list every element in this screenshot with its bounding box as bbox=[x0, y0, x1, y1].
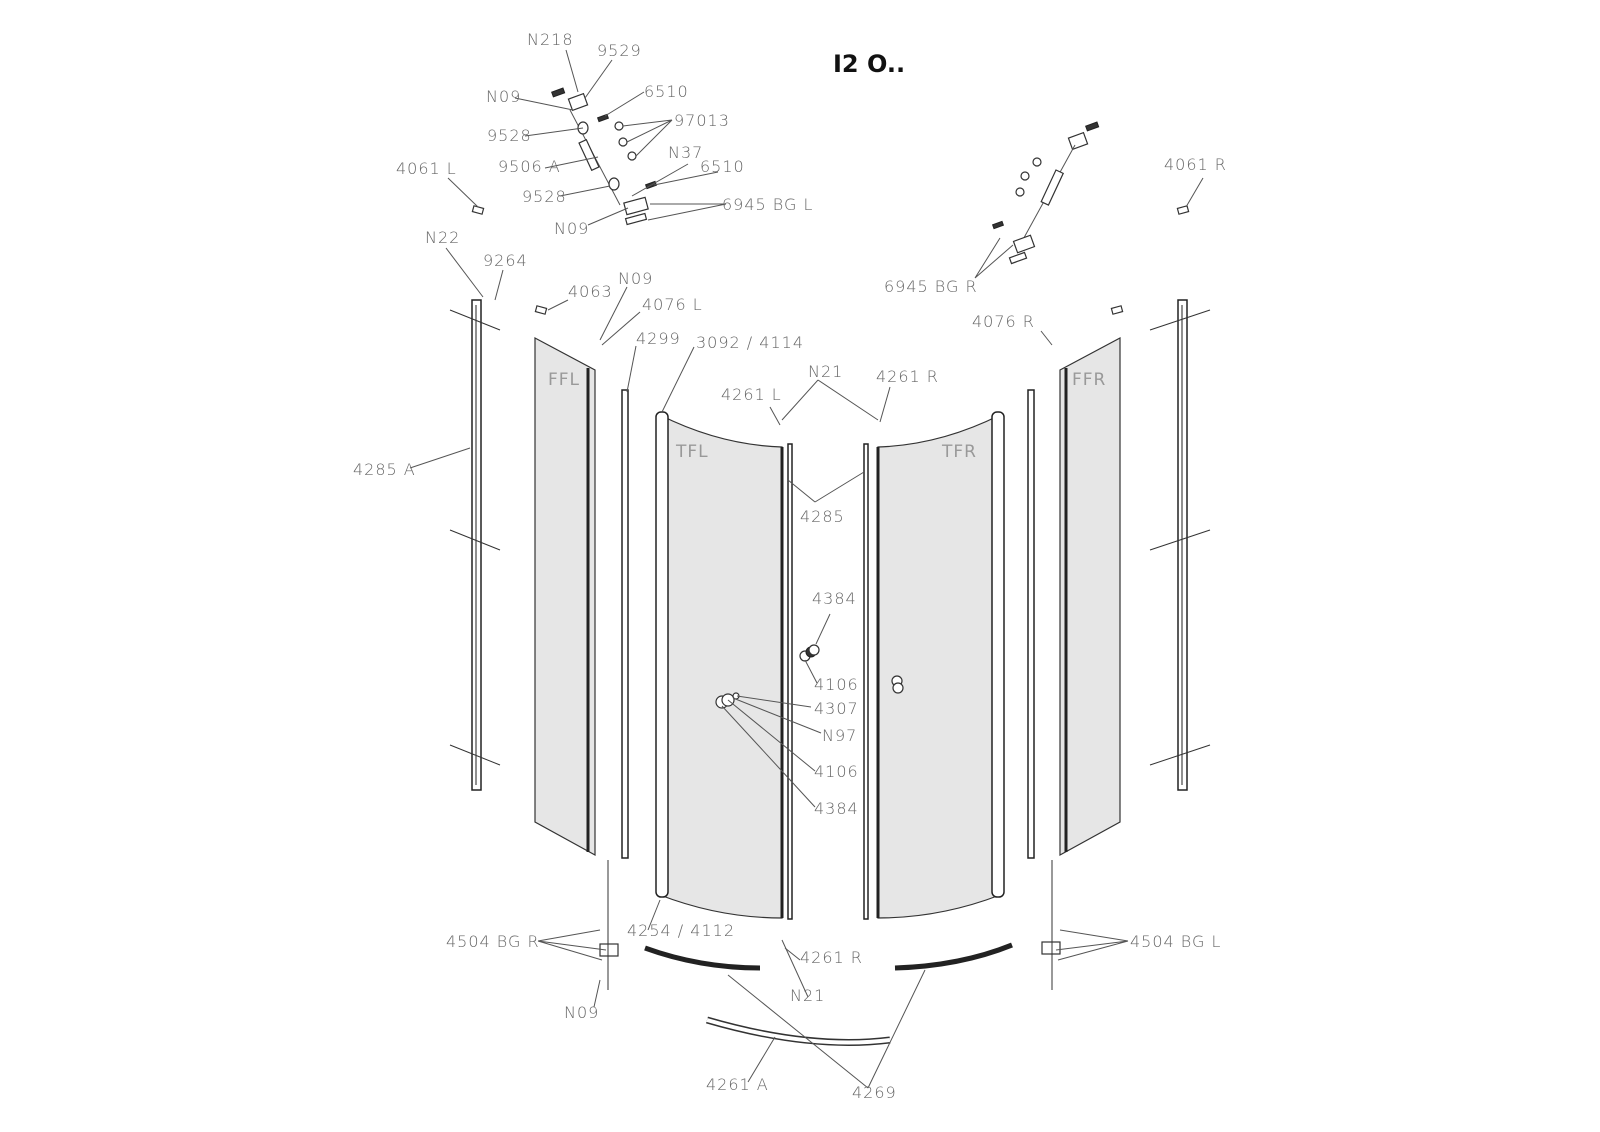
panel-label-ffl: FFL bbox=[548, 370, 580, 390]
panel-label-tfr: TFR bbox=[941, 442, 977, 462]
part-label: 4269 bbox=[852, 1083, 897, 1102]
part-label: 4061 L bbox=[396, 159, 457, 178]
part-label: N21 bbox=[808, 362, 843, 381]
part-label: 4307 bbox=[814, 699, 859, 718]
part-label: N09 bbox=[618, 269, 653, 288]
part-label: 4076 L bbox=[642, 295, 703, 314]
part-label: 97013 bbox=[674, 111, 730, 130]
fixed-panel-right: FFR bbox=[1059, 337, 1121, 857]
magnet-seal-right bbox=[863, 443, 869, 920]
part-label: 4261 R bbox=[876, 367, 939, 386]
door-handle-parts bbox=[715, 644, 904, 709]
part-label: 4261 L bbox=[721, 385, 782, 404]
part-label: 6510 bbox=[644, 82, 689, 101]
part-label: 4285 bbox=[800, 507, 845, 526]
part-label: 9529 bbox=[597, 41, 642, 60]
part-label: 3092 / 4114 bbox=[696, 333, 804, 352]
wall-profile-left bbox=[471, 299, 482, 791]
door-panel-left: TFL bbox=[655, 411, 784, 919]
part-label: 4063 bbox=[568, 282, 613, 301]
part-label: 4504 BG R bbox=[446, 932, 540, 951]
part-label: N22 bbox=[425, 228, 460, 247]
part-label: 4261 R bbox=[800, 948, 863, 967]
wall-profile-right bbox=[1177, 299, 1188, 791]
part-label: 6945 BG R bbox=[884, 277, 978, 296]
part-label: 4106 bbox=[814, 675, 859, 694]
door-panel-right: TFR bbox=[876, 411, 1005, 919]
top-right-hinge-assembly bbox=[534, 121, 1190, 315]
part-label: 9528 bbox=[522, 187, 567, 206]
part-label: 4106 bbox=[814, 762, 859, 781]
fixed-panel-left: FFL bbox=[534, 337, 596, 857]
panel-label-ffr: FFR bbox=[1072, 370, 1106, 390]
leader-lines bbox=[409, 49, 1204, 1089]
part-label: 4384 bbox=[814, 799, 859, 818]
part-label: 9264 bbox=[483, 251, 528, 270]
panel-label-tfl: TFL bbox=[675, 442, 709, 462]
part-label: N09 bbox=[486, 87, 521, 106]
part-label: 6510 bbox=[700, 157, 745, 176]
part-label: 9506 A bbox=[498, 157, 561, 176]
seal-4299-left bbox=[621, 389, 629, 859]
part-label: 4061 R bbox=[1164, 155, 1227, 174]
part-label: N97 bbox=[822, 726, 857, 745]
part-label: 4285 A bbox=[353, 460, 416, 479]
diagram-title: I2 O.. bbox=[833, 50, 905, 78]
part-label: N37 bbox=[668, 143, 703, 162]
part-labels: N218 9529 N09 6510 97013 9528 9506 A N37… bbox=[353, 30, 1227, 1102]
part-label: 9528 bbox=[487, 126, 532, 145]
bottom-parts bbox=[599, 860, 1061, 1046]
part-label: N21 bbox=[790, 986, 825, 1005]
part-label: N09 bbox=[564, 1003, 599, 1022]
profile-screws bbox=[449, 309, 1211, 766]
part-label: 4504 BG L bbox=[1130, 932, 1221, 951]
part-label: 4076 R bbox=[972, 312, 1035, 331]
part-label: 4299 bbox=[636, 329, 681, 348]
part-label: 6945 BG L bbox=[722, 195, 813, 214]
part-label: 4254 / 4112 bbox=[627, 921, 735, 940]
part-label: 4261 A bbox=[706, 1075, 769, 1094]
part-label: N09 bbox=[554, 219, 589, 238]
part-label: N218 bbox=[527, 30, 574, 49]
part-label: 4384 bbox=[812, 589, 857, 608]
magnet-seal-left bbox=[787, 443, 793, 920]
seal-right bbox=[1027, 389, 1035, 859]
